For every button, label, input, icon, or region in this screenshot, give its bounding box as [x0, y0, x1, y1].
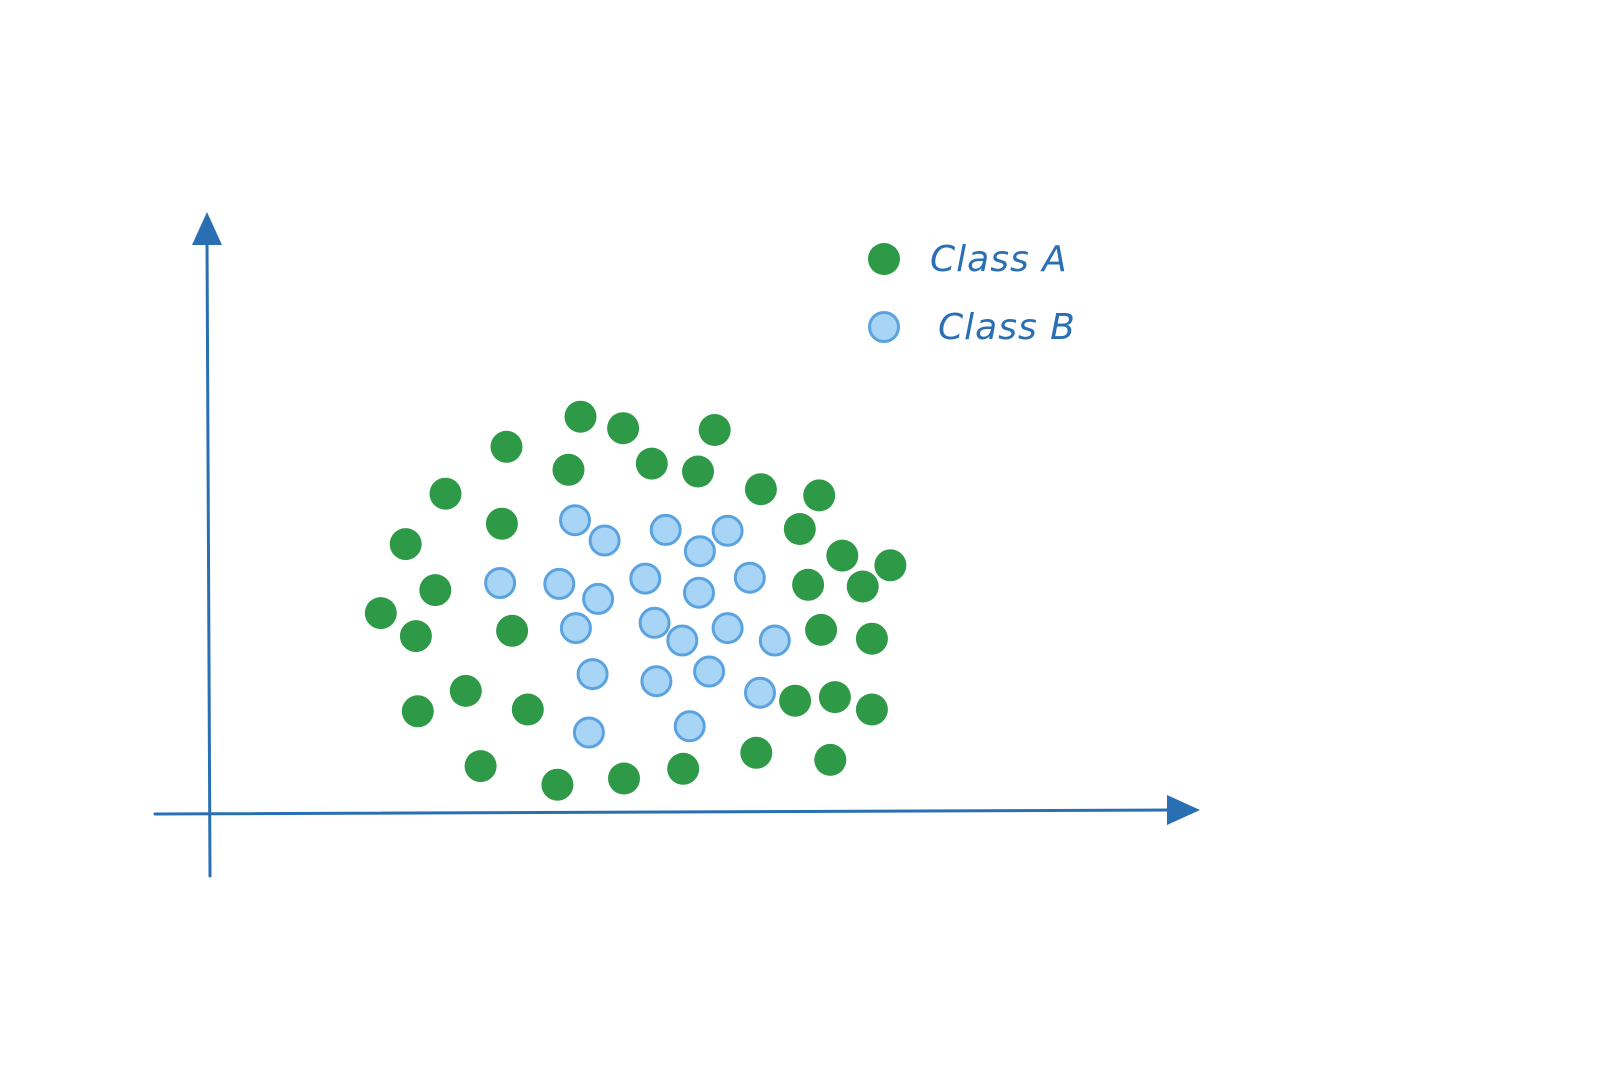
- class-b-point: [576, 658, 609, 691]
- class-a-point: [485, 507, 518, 540]
- class-b-point: [588, 524, 621, 557]
- class-a-point: [826, 539, 859, 572]
- class-a-point: [667, 752, 700, 785]
- class-a-point: [635, 447, 668, 480]
- class-a-point: [779, 684, 812, 717]
- class-b-point: [683, 576, 715, 609]
- class-b-point: [638, 606, 671, 639]
- class-b-point: [559, 612, 592, 645]
- class-a-point: [419, 574, 452, 607]
- class-b-point: [711, 514, 744, 547]
- class-b-point: [711, 612, 744, 645]
- class-b-point: [673, 710, 706, 743]
- class-a-point: [607, 412, 640, 445]
- class-b-point: [744, 676, 776, 709]
- class-b-point: [582, 582, 615, 615]
- class-a-point: [541, 768, 574, 801]
- class-a-point: [855, 622, 888, 655]
- x-axis-arrowhead: [1167, 795, 1200, 825]
- class-a-point: [855, 693, 888, 726]
- class-a-point: [818, 681, 851, 714]
- class-a-point: [803, 479, 836, 512]
- class-b-point: [543, 567, 576, 600]
- class-a-point: [744, 473, 777, 506]
- legend-marker-class-b: [868, 311, 900, 343]
- legend-marker-class-a: [868, 243, 900, 275]
- legend-label-class-b: Class B: [938, 307, 1076, 348]
- class-a-point: [846, 570, 879, 603]
- class-a-point: [552, 453, 585, 486]
- class-b-point: [572, 716, 605, 749]
- class-b-point: [629, 562, 662, 595]
- class-a-point: [564, 400, 597, 433]
- class-a-point: [464, 750, 497, 783]
- y-axis-arrowhead: [192, 212, 222, 245]
- class-a-point: [449, 674, 482, 707]
- class-b-point: [733, 561, 766, 594]
- class-b-point: [666, 624, 699, 657]
- class-a-point: [874, 549, 907, 582]
- axes: [153, 212, 1200, 878]
- legend: Class A Class B: [868, 239, 1076, 348]
- class-a-point: [399, 620, 432, 653]
- y-axis-line: [205, 238, 212, 878]
- legend-label-class-a: Class A: [930, 239, 1068, 280]
- class-a-point: [401, 695, 434, 728]
- class-a-point: [496, 614, 529, 647]
- class-a-point: [511, 693, 544, 726]
- class-b-point: [693, 655, 726, 688]
- class-a-point: [792, 568, 825, 601]
- legend-item-class-b: Class B: [868, 307, 1076, 348]
- legend-item-class-a: Class A: [868, 239, 1068, 280]
- class-a-point: [682, 455, 714, 488]
- class-b-point: [484, 567, 517, 599]
- class-a-point: [805, 613, 838, 646]
- class-b-point: [640, 665, 673, 698]
- data-points: [364, 400, 907, 801]
- class-b-point: [683, 535, 716, 568]
- class-b-point: [559, 504, 591, 537]
- class-a-point: [814, 743, 847, 776]
- class-a-point: [698, 414, 731, 446]
- class-a-point: [490, 430, 523, 463]
- x-axis-line: [153, 808, 1172, 816]
- class-a-point: [608, 762, 640, 795]
- class-a-point: [783, 513, 816, 545]
- class-a-point: [364, 597, 397, 630]
- class-a-point: [740, 736, 773, 769]
- class-b-point: [649, 513, 682, 546]
- class-b-point: [758, 624, 791, 657]
- class-a-point: [389, 528, 422, 561]
- class-a-point: [429, 477, 462, 510]
